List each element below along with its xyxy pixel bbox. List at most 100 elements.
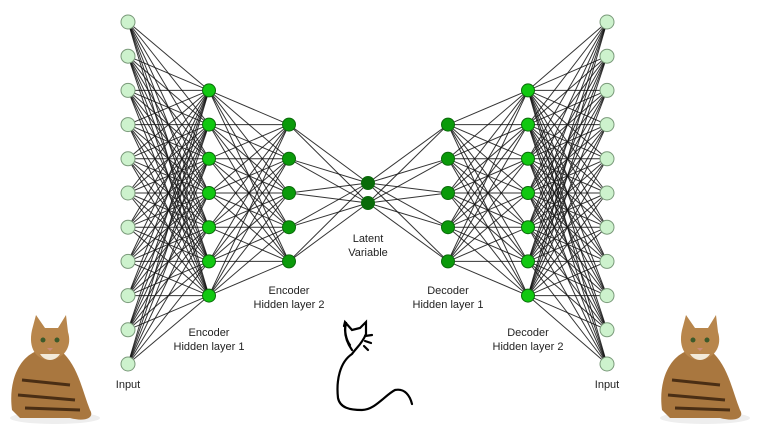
node <box>202 288 216 303</box>
edge <box>127 90 210 262</box>
node <box>521 151 535 166</box>
edges <box>127 21 608 365</box>
layer-label-line: Variable <box>348 247 388 259</box>
layer-label-line: Encoder <box>188 327 230 339</box>
node <box>282 151 296 166</box>
edge <box>447 90 529 262</box>
node <box>361 196 375 210</box>
node <box>599 219 615 235</box>
edge <box>367 158 449 184</box>
node <box>202 83 216 98</box>
node <box>599 151 615 167</box>
edge <box>447 90 529 194</box>
node <box>120 117 136 133</box>
edge <box>288 158 369 184</box>
edge <box>447 89 529 126</box>
edge <box>208 124 290 160</box>
edge <box>447 158 529 262</box>
node <box>120 288 136 304</box>
edge <box>527 21 608 91</box>
node <box>202 220 216 235</box>
node <box>202 254 216 269</box>
layer-label-line: Decoder <box>427 285 469 297</box>
edge <box>367 192 449 204</box>
edge <box>288 182 369 262</box>
edge <box>208 89 290 126</box>
edge <box>127 192 210 365</box>
layer-encoder-hidden-2 <box>282 117 296 269</box>
layer-label-line: Input <box>115 379 141 391</box>
node <box>599 322 615 338</box>
edge <box>527 56 608 296</box>
edge <box>208 124 290 228</box>
edge <box>208 226 290 296</box>
node <box>521 83 535 98</box>
layer-decoder-hidden-2 <box>521 83 535 303</box>
node <box>441 117 455 132</box>
edge <box>127 55 210 91</box>
edge <box>367 124 449 204</box>
edge <box>527 226 608 296</box>
node <box>120 151 136 167</box>
edge <box>127 90 210 194</box>
edge <box>527 21 608 160</box>
edge <box>527 21 608 262</box>
node <box>599 253 615 269</box>
node <box>521 220 535 235</box>
node <box>441 151 455 166</box>
layer-label-line: Latent <box>352 233 384 245</box>
node <box>202 151 216 166</box>
layer-label-line: Hidden layer 2 <box>492 341 564 353</box>
edge <box>527 295 608 331</box>
edge <box>288 192 369 204</box>
node <box>120 14 136 30</box>
node <box>599 117 615 133</box>
node <box>599 48 615 64</box>
node <box>599 356 615 372</box>
edge <box>127 21 210 91</box>
node <box>282 186 296 200</box>
layer-label-line: Decoder <box>507 327 549 339</box>
node <box>282 220 296 235</box>
edge <box>367 202 449 228</box>
edge <box>367 158 449 204</box>
node <box>441 254 455 269</box>
edge <box>527 21 608 228</box>
node <box>282 254 296 269</box>
node <box>599 288 615 304</box>
node <box>599 185 615 201</box>
edge <box>208 158 290 296</box>
node <box>521 117 535 132</box>
layer-label-line: Encoder <box>268 285 310 297</box>
edge <box>127 90 210 228</box>
edge <box>447 124 529 262</box>
edge <box>127 124 210 365</box>
edge <box>527 21 608 125</box>
node <box>202 117 216 132</box>
edge <box>447 192 529 262</box>
cat-photo-right <box>660 315 750 424</box>
edge <box>527 192 608 296</box>
edge <box>208 260 290 297</box>
edge <box>288 124 369 184</box>
layer-label-output: Input <box>595 378 619 392</box>
edge <box>208 124 290 194</box>
edge <box>527 21 608 296</box>
node <box>441 186 455 200</box>
node <box>120 253 136 269</box>
edge <box>367 182 449 194</box>
cat-sketch <box>336 319 414 412</box>
layer-output <box>599 14 615 372</box>
edge <box>127 90 210 365</box>
edge <box>208 124 290 262</box>
edge <box>527 124 608 296</box>
node <box>599 82 615 98</box>
layer-decoder-hidden-1 <box>441 117 455 269</box>
edge <box>127 295 210 365</box>
layer-label-line: Hidden layer 2 <box>253 299 325 311</box>
